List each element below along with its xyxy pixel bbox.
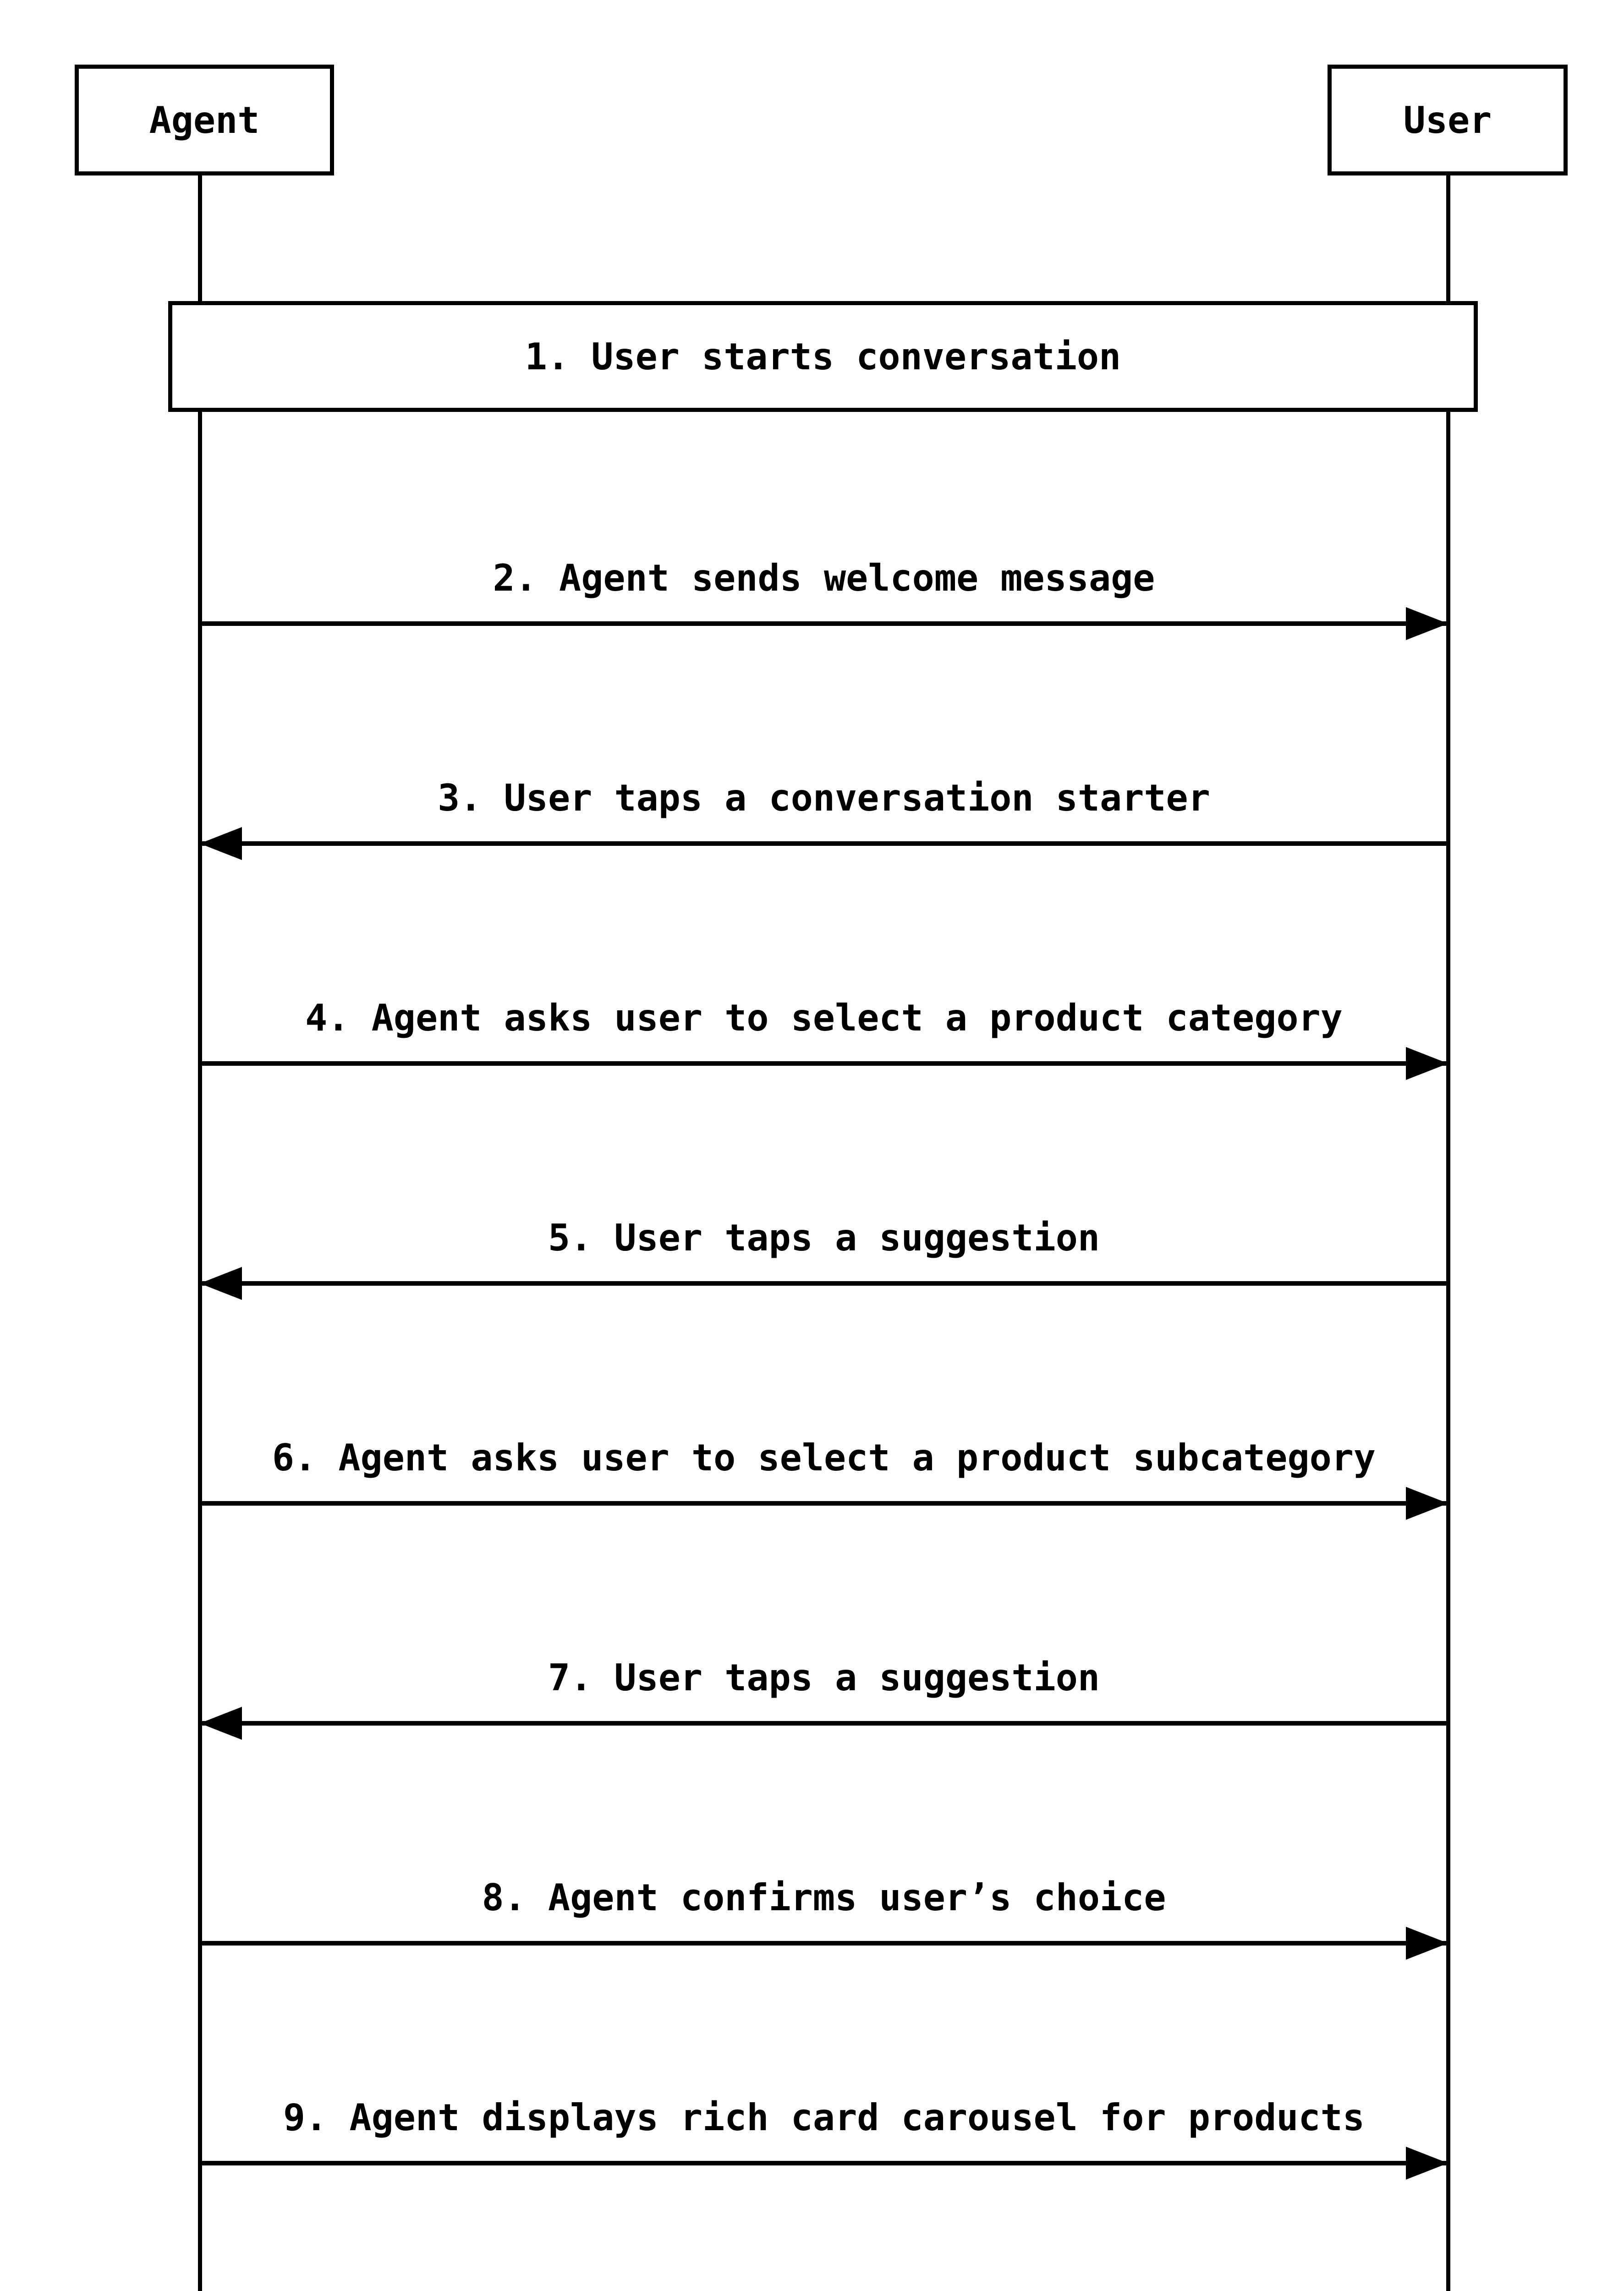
arrowhead-right-icon <box>1406 2147 1448 2180</box>
arrowhead-left-icon <box>200 827 242 860</box>
agent-lifeline <box>198 175 202 2291</box>
message-3: 3. User taps a conversation starter <box>200 777 1448 860</box>
actor-box-agent-top: Agent <box>75 65 334 175</box>
message-5-label: 5. User taps a suggestion <box>548 1217 1100 1259</box>
actor-label-user: User <box>1403 99 1492 142</box>
message-5: 5. User taps a suggestion <box>200 1217 1448 1300</box>
message-7-label: 7. User taps a suggestion <box>548 1656 1100 1699</box>
actor-box-user-top: User <box>1328 65 1568 175</box>
arrowhead-right-icon <box>1406 1927 1448 1960</box>
arrowhead-left-icon <box>200 1707 242 1740</box>
message-9: 9. Agent displays rich card carousel for… <box>200 2096 1448 2180</box>
arrowhead-right-icon <box>1406 1047 1448 1080</box>
message-4-label: 4. Agent asks user to select a product c… <box>305 997 1343 1039</box>
message-3-label: 3. User taps a conversation starter <box>438 777 1210 819</box>
arrowhead-right-icon <box>1406 607 1448 640</box>
arrowhead-right-icon <box>1406 1487 1448 1520</box>
message-4: 4. Agent asks user to select a product c… <box>200 997 1448 1080</box>
note-label: 1. User starts conversation <box>525 335 1121 378</box>
message-7: 7. User taps a suggestion <box>200 1656 1448 1740</box>
message-2: 2. Agent sends welcome message <box>200 557 1448 640</box>
message-6-label: 6. Agent asks user to select a product s… <box>272 1436 1376 1479</box>
message-8-label: 8. Agent confirms user’s choice <box>482 1876 1166 1919</box>
actor-label-agent: Agent <box>149 99 260 142</box>
note-box: 1. User starts conversation <box>168 301 1478 412</box>
message-6: 6. Agent asks user to select a product s… <box>200 1436 1448 1520</box>
message-8: 8. Agent confirms user’s choice <box>200 1876 1448 1960</box>
user-lifeline <box>1446 175 1450 2291</box>
message-9-label: 9. Agent displays rich card carousel for… <box>283 2096 1365 2139</box>
arrowhead-left-icon <box>200 1267 242 1300</box>
message-2-label: 2. Agent sends welcome message <box>493 557 1155 599</box>
